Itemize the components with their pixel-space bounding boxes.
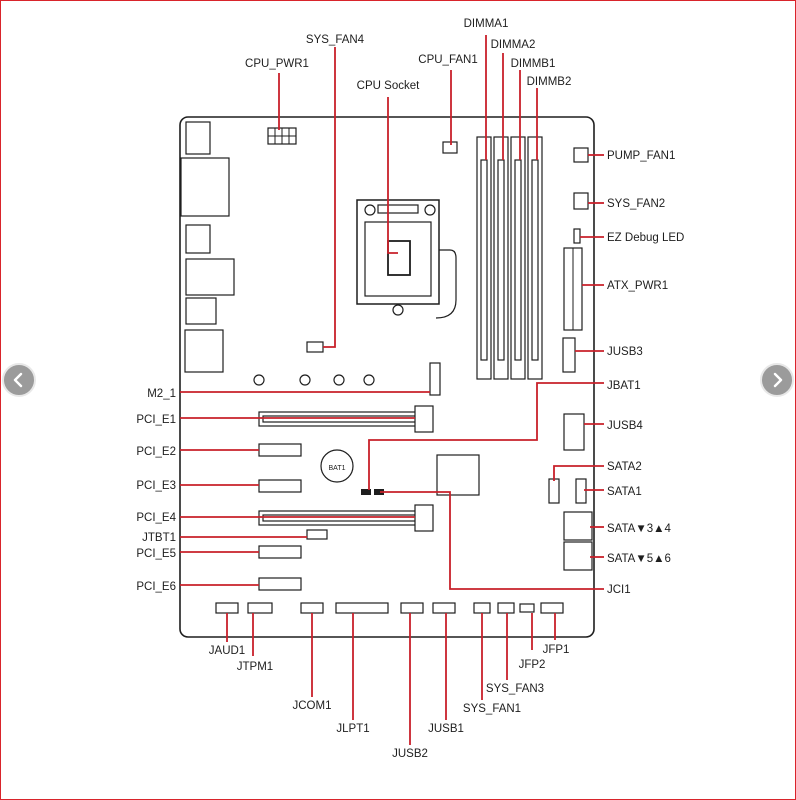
jci1-header (374, 489, 384, 495)
label-dimma1: DIMMA1 (464, 18, 509, 30)
battery-bat1: BAT1 (320, 449, 354, 483)
label-pci-e3: PCI_E3 (136, 480, 176, 492)
label-jusb3: JUSB3 (607, 346, 643, 358)
label-sys-fan4: SYS_FAN4 (306, 34, 365, 46)
label-jfp2: JFP2 (519, 659, 546, 671)
label-pump-fan1: PUMP_FAN1 (607, 150, 675, 162)
label-jbat1: JBAT1 (607, 380, 641, 392)
pump-fan1-header (573, 147, 589, 163)
label-atx-pwr1: ATX_PWR1 (607, 280, 668, 292)
sata2-port (548, 478, 560, 504)
label-sata56: SATA▼5▲6 (607, 553, 671, 565)
battery-text: BAT1 (329, 465, 346, 472)
label-jci1: JCI1 (607, 584, 631, 596)
label-m2-1: M2_1 (147, 388, 176, 400)
sys-fan4-header (306, 341, 324, 353)
label-ez-debug-led: EZ Debug LED (607, 232, 684, 244)
m2-1-slot (429, 362, 441, 396)
chevron-left-icon (13, 372, 23, 388)
label-jusb2: JUSB2 (392, 748, 428, 760)
label-jcom1: JCOM1 (293, 700, 332, 712)
next-image-button[interactable] (760, 363, 794, 397)
atx-pwr1-connector (563, 247, 583, 331)
label-pci-e5: PCI_E5 (136, 548, 176, 560)
cpu-pwr1-connector (267, 127, 297, 145)
label-jlpt1: JLPT1 (336, 723, 369, 735)
label-pci-e4: PCI_E4 (136, 512, 176, 524)
sata56-port (563, 541, 593, 571)
jusb3-header (562, 337, 576, 373)
label-dimma2: DIMMA2 (491, 39, 536, 51)
previous-image-button[interactable] (2, 363, 36, 397)
component-labels: DIMMA1 DIMMA2 DIMMB1 DIMMB2 SYS_FAN4 CPU… (136, 18, 684, 760)
pcie-slots (258, 405, 434, 591)
cpu-socket (356, 199, 457, 319)
mounting-holes (253, 374, 375, 386)
leader-lines (180, 35, 604, 745)
label-dimmb2: DIMMB2 (527, 76, 572, 88)
label-sata34: SATA▼3▲4 (607, 523, 671, 535)
label-jfp1: JFP1 (543, 644, 570, 656)
label-sata2: SATA2 (607, 461, 642, 473)
jusb4-header (563, 413, 585, 451)
chipset (436, 454, 480, 496)
label-pci-e2: PCI_E2 (136, 446, 176, 458)
label-jaud1: JAUD1 (209, 645, 245, 657)
dimm-slots (476, 136, 543, 380)
chevron-right-icon (773, 372, 783, 388)
label-sys-fan3: SYS_FAN3 (486, 683, 544, 695)
sata34-port (563, 511, 593, 541)
ez-debug-led (573, 228, 581, 244)
cpu-fan1-header (442, 141, 458, 154)
label-pci-e6: PCI_E6 (136, 581, 176, 593)
label-sys-fan2: SYS_FAN2 (607, 198, 665, 210)
label-jusb1: JUSB1 (428, 723, 464, 735)
label-cpu-pwr1: CPU_PWR1 (245, 58, 309, 70)
label-sys-fan1: SYS_FAN1 (463, 703, 521, 715)
jtbt1-header (306, 529, 328, 540)
label-dimmb1: DIMMB1 (511, 58, 556, 70)
label-jtbt1: JTBT1 (142, 532, 176, 544)
label-jusb4: JUSB4 (607, 420, 643, 432)
jbat1-jumper (361, 489, 371, 495)
label-jtpm1: JTPM1 (237, 661, 273, 673)
label-cpu-socket: CPU Socket (357, 80, 420, 92)
sata1-port (575, 478, 587, 504)
label-pci-e1: PCI_E1 (136, 414, 176, 426)
sys-fan2-header (573, 192, 589, 210)
label-cpu-fan1: CPU_FAN1 (418, 54, 477, 66)
label-sata1: SATA1 (607, 486, 642, 498)
rear-io-panel (180, 121, 235, 373)
